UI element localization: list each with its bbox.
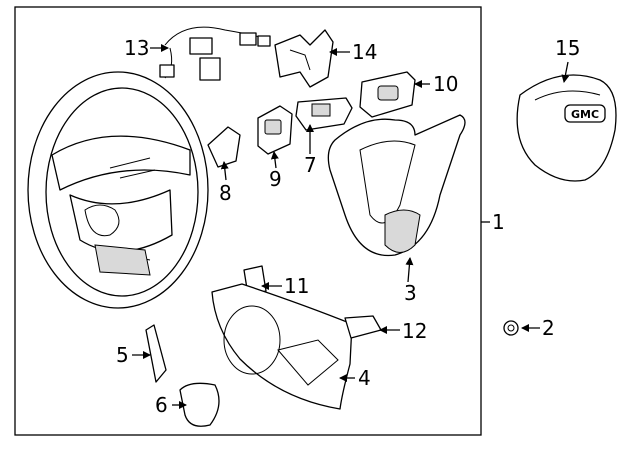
lower-cover	[211, 283, 353, 410]
left-control-switch	[257, 105, 293, 155]
mounting-bracket	[274, 29, 334, 88]
callout-3: 3	[404, 281, 417, 305]
center-trim-bezel	[327, 114, 466, 257]
callout-4: 4	[358, 366, 371, 390]
trim-clip	[145, 324, 167, 383]
wiring-harness	[159, 26, 271, 81]
end-cap	[179, 382, 220, 427]
airbag-module: GMC	[516, 74, 617, 182]
callout-5: 5	[116, 343, 129, 367]
callout-6: 6	[155, 393, 168, 417]
switch-bracket	[295, 97, 353, 131]
callout-8: 8	[219, 181, 232, 205]
lower-switch	[344, 315, 382, 339]
callout-2: 2	[542, 316, 555, 340]
callout-9: 9	[269, 167, 282, 191]
airbag-emblem-text: GMC	[571, 108, 599, 121]
callout-15: 15	[555, 36, 580, 60]
gmc-emblem	[564, 104, 606, 123]
screw	[503, 320, 519, 336]
leader-lines	[132, 44, 570, 409]
callout-14: 14	[352, 40, 377, 64]
callout-10: 10	[433, 72, 458, 96]
assembly-frame	[14, 6, 482, 436]
callout-12: 12	[402, 319, 427, 343]
callout-13: 13	[124, 36, 149, 60]
switch-cover	[207, 126, 241, 168]
steering-wheel	[27, 71, 209, 309]
right-control-switch	[359, 71, 416, 118]
callout-11: 11	[284, 274, 309, 298]
callout-1: 1	[492, 210, 505, 234]
callout-7: 7	[304, 153, 317, 177]
callout-labels: 13 14 10 15 8 9 7 3 11 12 4 5 6 1 2	[116, 36, 580, 417]
